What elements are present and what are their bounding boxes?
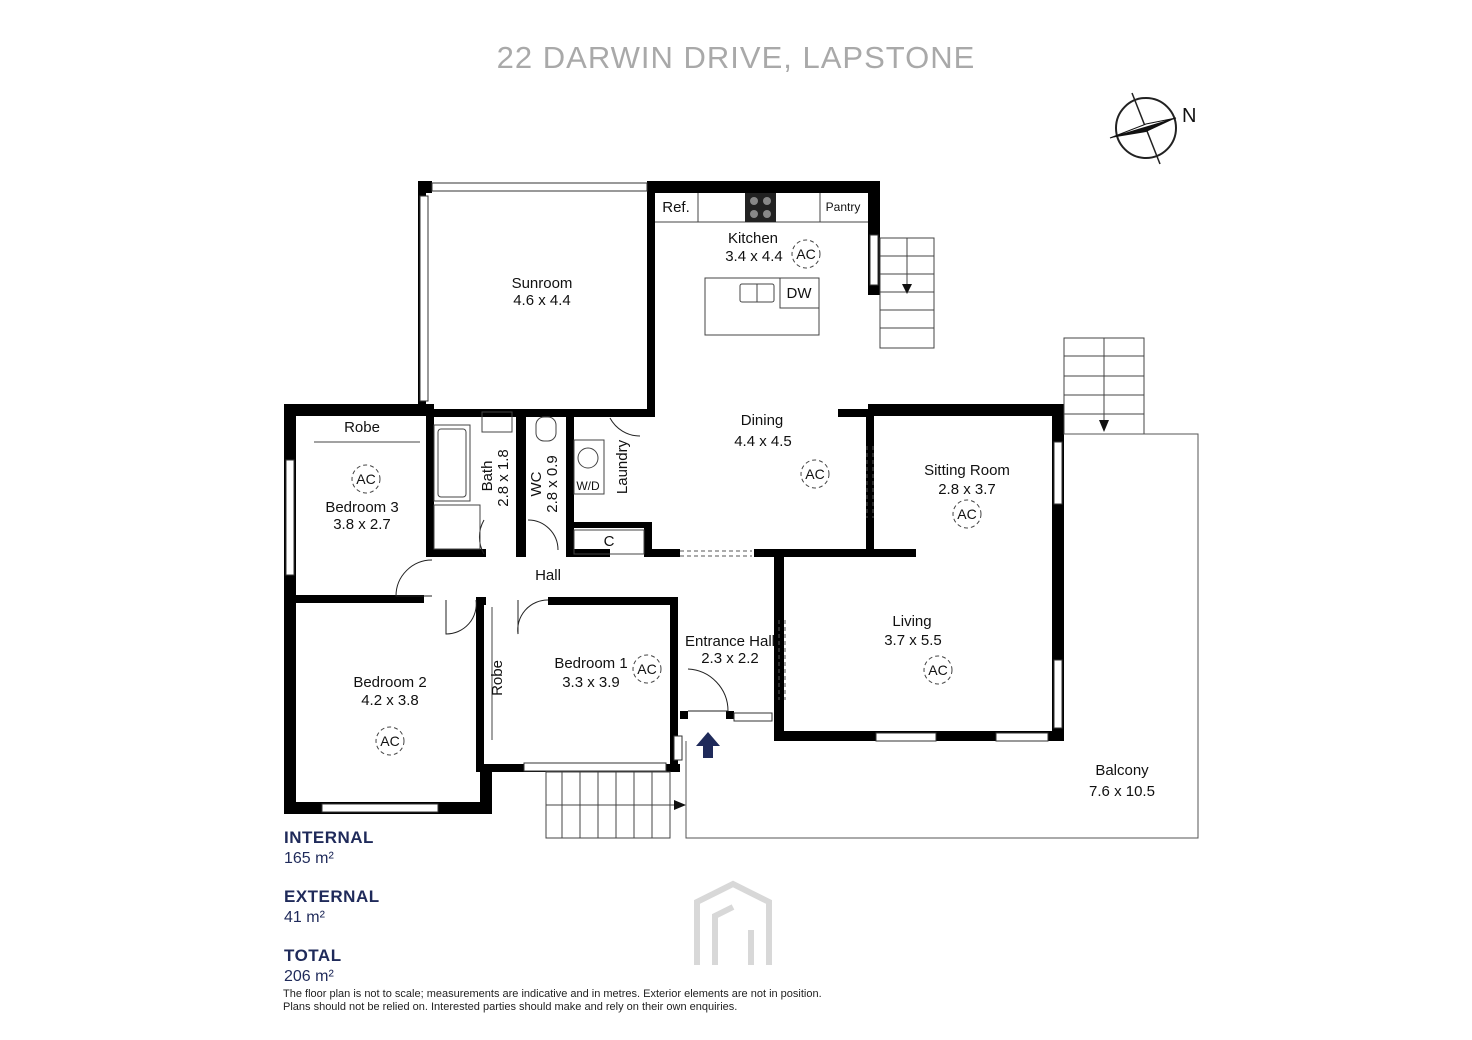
total-area-value: 206 m² (284, 968, 334, 985)
entry-arrow-icon (696, 732, 720, 758)
door-swings (395, 417, 729, 712)
kitchen-dims: 3.4 x 4.4 (725, 248, 783, 265)
laundry-label: Laundry (614, 439, 631, 494)
balcony-label: Balcony (1095, 762, 1149, 779)
cupboard-label: C (604, 533, 615, 550)
stair-arrows (674, 284, 1109, 810)
bedroom1-ac-label: AC (637, 661, 656, 677)
bedroom1-robe-label: Robe (489, 660, 506, 696)
compass-north-label: N (1182, 105, 1196, 127)
balcony-dims: 7.6 x 10.5 (1089, 783, 1155, 800)
hall-label: Hall (535, 567, 561, 584)
disclaimer-line-2: Plans should not be relied on. Intereste… (283, 1001, 738, 1013)
internal-area-label: INTERNAL (284, 828, 374, 847)
wc-dims: 2.8 x 0.9 (544, 455, 561, 513)
bedroom3-ac-label: AC (356, 471, 375, 487)
living-label: Living (892, 613, 931, 630)
total-area: TOTAL 206 m² (284, 946, 342, 986)
windows (285, 182, 1063, 813)
sitting-room-dims: 2.8 x 3.7 (938, 481, 996, 498)
washer-dryer-label: W/D (576, 479, 600, 493)
sunroom-dims: 4.6 x 4.4 (513, 292, 571, 309)
stairs (545, 237, 1145, 839)
disclaimer-line-1: The floor plan is not to scale; measurem… (283, 988, 822, 1000)
external-area: EXTERNAL 41 m² (284, 887, 380, 927)
sitting-room-label: Sitting Room (924, 462, 1010, 479)
cooktop-icon (745, 193, 776, 222)
internal-area: INTERNAL 165 m² (284, 828, 374, 868)
external-area-value: 41 m² (284, 909, 325, 926)
page-title: 22 DARWIN DRIVE, LAPSTONE (496, 40, 976, 75)
kitchen-label: Kitchen (728, 230, 778, 247)
dining-label: Dining (741, 412, 784, 429)
bath-label: Bath (479, 461, 496, 492)
compass-icon: N (1109, 92, 1196, 165)
openings (680, 446, 874, 700)
fridge-label: Ref. (662, 199, 690, 216)
bedroom2-ac-label: AC (380, 733, 399, 749)
living-ac-label: AC (928, 662, 947, 678)
wc-label: WC (528, 471, 545, 496)
external-area-label: EXTERNAL (284, 887, 380, 906)
dining-dims: 4.4 x 4.5 (734, 433, 792, 450)
dining-ac-label: AC (805, 466, 824, 482)
brand-logo (694, 880, 772, 965)
disclaimer: The floor plan is not to scale; measurem… (283, 988, 822, 1014)
ac-units: AC AC AC AC AC AC AC (351, 239, 982, 756)
bedroom2-dims: 4.2 x 3.8 (361, 692, 419, 709)
internal-area-value: 165 m² (284, 850, 334, 867)
kitchen-ac-label: AC (796, 246, 815, 262)
total-area-label: TOTAL (284, 946, 342, 965)
bedroom1-dims: 3.3 x 3.9 (562, 674, 620, 691)
living-dims: 3.7 x 5.5 (884, 632, 942, 649)
bedroom3-dims: 3.8 x 2.7 (333, 516, 391, 533)
balcony-outline (685, 433, 1199, 839)
sitting-ac-label: AC (957, 506, 976, 522)
bedroom3-label: Bedroom 3 (325, 499, 398, 516)
dishwasher-label: DW (787, 285, 813, 302)
bathroom-fittings (314, 411, 645, 740)
sunroom-label: Sunroom (512, 275, 573, 292)
bath-dims: 2.8 x 1.8 (495, 449, 512, 507)
bedroom1-label: Bedroom 1 (554, 655, 627, 672)
pantry-label: Pantry (826, 200, 861, 214)
entrance-hall-dims: 2.3 x 2.2 (701, 650, 759, 667)
bedroom3-robe-label: Robe (344, 419, 380, 436)
bedroom2-label: Bedroom 2 (353, 674, 426, 691)
entrance-hall-label: Entrance Hall (685, 633, 775, 650)
